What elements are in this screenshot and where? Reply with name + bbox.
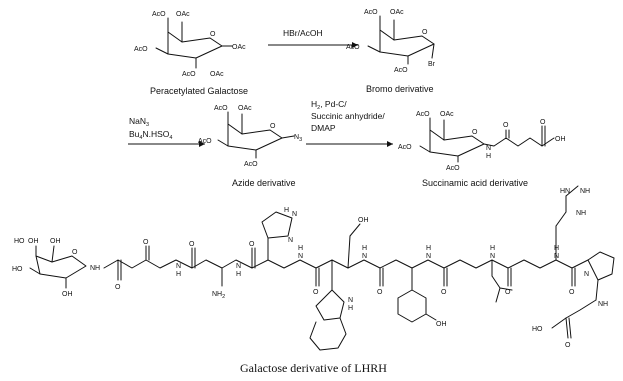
ring-oxygen-label: O <box>270 123 276 130</box>
arrowhead <box>199 141 205 147</box>
carbonyl-o-label: O <box>143 239 149 246</box>
terminal-ho-label: HO <box>532 326 543 333</box>
hydroxyl-label: OH <box>50 238 61 245</box>
azide-label: N3 <box>294 134 302 143</box>
carbonyl-o-label: O <box>115 284 121 291</box>
nh-n-label: N <box>362 253 367 260</box>
reagent-succinic-anhydride: Succinic anhydride/ <box>311 111 385 121</box>
nh-h-label: H <box>362 245 367 252</box>
guanidine-nh2-label: NH <box>580 188 590 195</box>
succinamic-acid-structure: AcO OAc O AcO AcO H N O O OH <box>398 111 566 172</box>
peracetylated-galactose-structure: AcO OAc O AcO OAc AcO OAc <box>134 11 246 78</box>
acetoxy-label: OAc <box>238 105 252 112</box>
nh-n-label: N <box>236 263 241 270</box>
amine-nh2-label: NH2 <box>212 291 225 300</box>
acetoxy-label: AcO <box>394 67 408 74</box>
acetoxy-label: AcO <box>198 138 212 145</box>
amide-n-label: N <box>486 145 491 152</box>
azide-derivative-structure: AcO OAc O AcO AcO N3 <box>198 105 302 168</box>
ring-oxygen-label: O <box>422 29 428 36</box>
bromo-label: Br <box>428 61 436 68</box>
bromo-derivative-label: Bromo derivative <box>366 84 434 94</box>
nh-n-label: N <box>176 263 181 270</box>
reagent-h2-pdc: H2, Pd-C/ <box>311 99 347 111</box>
amide-h-label: H <box>486 153 491 160</box>
acetoxy-label: AcO <box>134 46 148 53</box>
hydroxyl-label: OH <box>62 291 73 298</box>
acetoxy-label: OAc <box>440 111 454 118</box>
ring-oxygen-label: O <box>72 249 78 256</box>
imidazole-n-label: N <box>288 237 293 244</box>
hydroxyl-label: OH <box>28 238 39 245</box>
carbonyl-o-label: O <box>377 289 383 296</box>
carbonyl-o-label: O <box>569 289 575 296</box>
arrowhead <box>387 141 393 147</box>
carbonyl-o-label: O <box>540 119 546 126</box>
ring-oxygen-label: O <box>210 31 216 38</box>
ring-oxygen-label: O <box>472 129 478 136</box>
proline-n-label: N <box>584 271 589 278</box>
acetoxy-label: AcO <box>182 71 196 78</box>
reagent-bu4n-hso4: Bu4N.HSO4 <box>129 129 172 141</box>
amide-nh-label: NH <box>90 265 100 272</box>
serine-oh-label: OH <box>358 217 369 224</box>
acetoxy-label: AcO <box>398 144 412 151</box>
tyrosine-oh-label: OH <box>436 321 447 328</box>
acetoxy-label: AcO <box>214 105 228 112</box>
carbonyl-o-label: O <box>189 241 195 248</box>
nh-h-label: H <box>298 245 303 252</box>
bromo-derivative-structure: AcO OAc O AcO AcO Br <box>346 9 436 74</box>
acetoxy-label: OAc <box>390 9 404 16</box>
nh-h-label: H <box>426 245 431 252</box>
indole-n-label: N <box>348 297 353 304</box>
indole-h-label: H <box>348 305 353 312</box>
succinamic-acid-label: Succinamic acid derivative <box>422 178 528 188</box>
acetoxy-label: OAc <box>176 11 190 18</box>
nh-n-label: N <box>426 253 431 260</box>
carbonyl-o-label: O <box>503 122 509 129</box>
nh-h-label: H <box>554 245 559 252</box>
peracetylated-galactose-label: Peracetylated Galactose <box>150 86 248 96</box>
imidazole-h-label: H <box>284 207 289 214</box>
guanidine-nh-label: NH <box>576 210 586 217</box>
acid-oh-label: OH <box>555 136 566 143</box>
reagent-dmap: DMAP <box>311 123 336 133</box>
reagent-hbr-acoh: HBr/AcOH <box>283 28 323 38</box>
nh-n-label: N <box>298 253 303 260</box>
acetoxy-label: AcO <box>244 161 258 168</box>
nh-h-label: H <box>236 271 241 278</box>
figure-caption: Galactose derivative of LHRH <box>240 361 387 375</box>
nh-h-label: H <box>490 245 495 252</box>
hydroxyl-label: HO <box>14 238 25 245</box>
lhrh-conjugate-structure: HO OH OH O HO OH NH O O O O O O O O <box>12 185 615 351</box>
imidazole-n-label: N <box>292 211 297 218</box>
acetoxy-label: AcO <box>416 111 430 118</box>
carbonyl-o-label: O <box>313 289 319 296</box>
azide-derivative-label: Azide derivative <box>232 178 296 188</box>
terminal-o-label: O <box>565 342 571 349</box>
nh-n-label: N <box>490 253 495 260</box>
acetoxy-label: AcO <box>346 44 360 51</box>
acetoxy-label: OAc <box>210 71 224 78</box>
carbonyl-o-label: O <box>249 241 255 248</box>
carbonyl-o-label: O <box>441 289 447 296</box>
glycine-nh-label: NH <box>598 301 608 308</box>
nh-n-label: N <box>554 253 559 260</box>
acetoxy-label: AcO <box>446 165 460 172</box>
acetoxy-label: AcO <box>152 11 166 18</box>
acetoxy-label: AcO <box>364 9 378 16</box>
acetoxy-label: OAc <box>232 44 246 51</box>
reagent-nan3: NaN3 <box>129 116 149 128</box>
hydroxyl-label: HO <box>12 266 23 273</box>
arrowhead <box>352 42 358 48</box>
nh-h-label: H <box>176 271 181 278</box>
carbonyl-o-label: O <box>505 289 511 296</box>
guanidine-hn-label: HN <box>560 188 570 195</box>
